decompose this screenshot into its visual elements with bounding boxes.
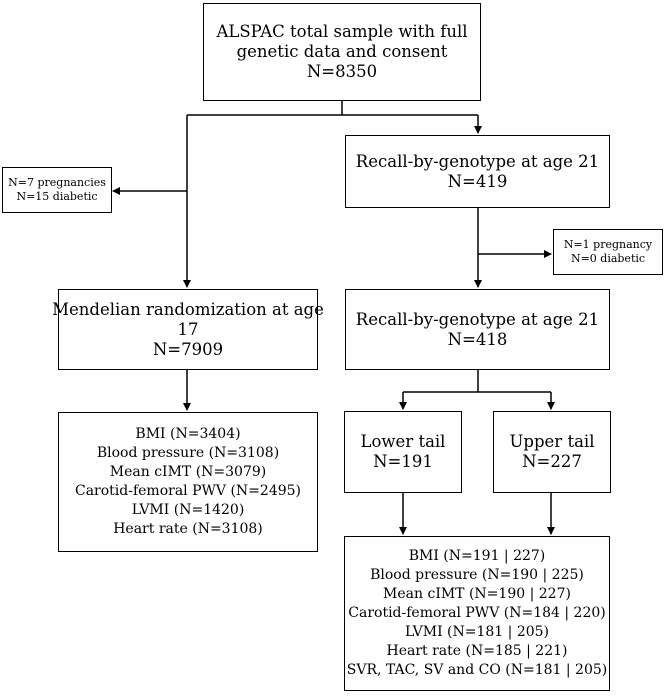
mendelian-title-line-1: Mendelian randomization at age bbox=[52, 299, 324, 319]
excluded-right-box: N=1 pregnancy N=0 diabetic bbox=[553, 229, 663, 275]
mendelian-count: N=7909 bbox=[152, 339, 224, 359]
rbg-outcome-item: Blood pressure (N=190 | 225) bbox=[370, 567, 584, 583]
mr-outcome-item: LVMI (N=1420) bbox=[131, 502, 245, 518]
rbg-outcomes-box: BMI (N=191 | 227) Blood pressure (N=190 … bbox=[344, 536, 610, 691]
recall-1-title: Recall-by-genotype at age 21 bbox=[355, 151, 600, 171]
excluded-left-line-2: N=15 diabetic bbox=[16, 190, 98, 203]
lower-tail-title: Lower tail bbox=[360, 432, 446, 451]
upper-tail-count: N=227 bbox=[522, 452, 582, 471]
mr-outcome-item: Heart rate (N=3108) bbox=[113, 521, 263, 537]
total-sample-box: ALSPAC total sample with full genetic da… bbox=[203, 3, 481, 101]
upper-tail-title: Upper tail bbox=[509, 432, 595, 451]
recall-2-title: Recall-by-genotype at age 21 bbox=[355, 309, 600, 329]
mr-outcomes-box: BMI (N=3404) Blood pressure (N=3108) Mea… bbox=[58, 412, 318, 552]
rbg-outcome-item: SVR, TAC, SV and CO (N=181 | 205) bbox=[346, 662, 608, 678]
total-sample-count: N=8350 bbox=[306, 62, 378, 81]
recall-1-box: Recall-by-genotype at age 21 N=419 bbox=[345, 135, 610, 208]
total-sample-line-2: genetic data and consent bbox=[236, 42, 448, 61]
lower-tail-count: N=191 bbox=[373, 452, 433, 471]
rbg-outcome-item: Carotid-femoral PWV (N=184 | 220) bbox=[348, 605, 606, 621]
rbg-outcome-item: LVMI (N=181 | 205) bbox=[404, 624, 550, 640]
mendelian-box: Mendelian randomization at age 17 N=7909 bbox=[52, 289, 324, 370]
rbg-outcome-item: BMI (N=191 | 227) bbox=[408, 548, 546, 564]
excluded-left-line-1: N=7 pregnancies bbox=[8, 176, 106, 189]
recall-2-box: Recall-by-genotype at age 21 N=418 bbox=[345, 289, 610, 370]
lower-tail-box: Lower tail N=191 bbox=[344, 411, 462, 493]
mr-outcome-item: Carotid-femoral PWV (N=2495) bbox=[74, 483, 302, 499]
total-sample-line-1: ALSPAC total sample with full bbox=[216, 22, 468, 41]
mr-outcome-item: BMI (N=3404) bbox=[135, 426, 241, 442]
excluded-left-box: N=7 pregnancies N=15 diabetic bbox=[2, 167, 112, 213]
rbg-outcome-item: Heart rate (N=185 | 221) bbox=[386, 643, 568, 659]
recall-2-count: N=418 bbox=[447, 329, 508, 349]
mr-outcome-item: Mean cIMT (N=3079) bbox=[109, 464, 267, 480]
rbg-outcome-item: Mean cIMT (N=190 | 227) bbox=[383, 586, 571, 602]
upper-tail-box: Upper tail N=227 bbox=[493, 411, 611, 493]
excluded-right-line-2: N=0 diabetic bbox=[570, 252, 646, 265]
mendelian-title-line-2: 17 bbox=[177, 319, 199, 339]
mr-outcome-item: Blood pressure (N=3108) bbox=[96, 445, 280, 461]
recall-1-count: N=419 bbox=[447, 171, 508, 191]
excluded-right-line-1: N=1 pregnancy bbox=[563, 238, 653, 251]
